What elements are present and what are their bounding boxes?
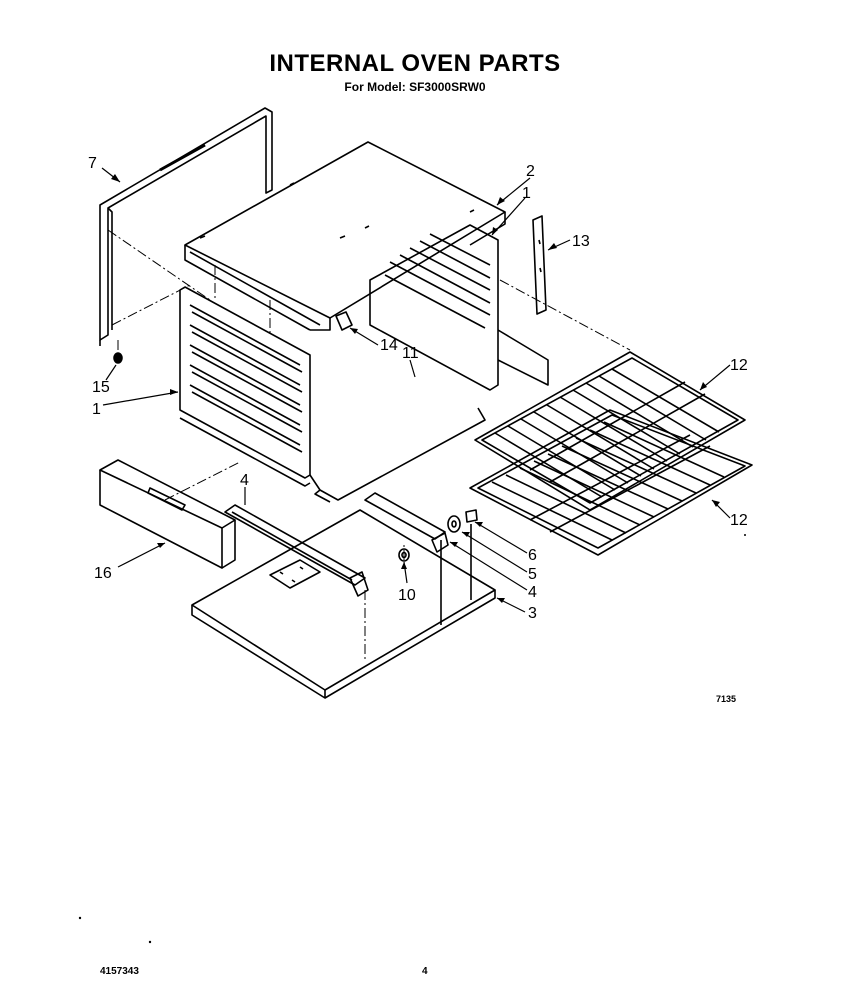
upper-rack-part — [474, 351, 746, 511]
callout-15: 15 — [92, 379, 110, 396]
right-side-wall — [369, 224, 549, 391]
callout-4-right: 4 — [528, 584, 537, 601]
callout-16: 16 — [94, 565, 112, 582]
callout-1-top: 1 — [522, 185, 531, 202]
left-side-wall — [179, 286, 311, 487]
bottom-pan-part — [191, 509, 496, 699]
page-subtitle: For Model: SF3000SRW0 — [344, 80, 486, 94]
left-bracket-part — [224, 504, 369, 597]
callout-12-lower: 12 — [730, 512, 748, 529]
washer-bolt-parts — [440, 509, 478, 625]
callout-11: 11 — [402, 345, 419, 362]
callout-1-left: 1 — [92, 401, 101, 418]
page-title: INTERNAL OVEN PARTS — [269, 50, 561, 77]
callout-4-left: 4 — [240, 472, 249, 489]
right-track-part — [364, 492, 449, 553]
drawing-code: 7135 — [716, 694, 737, 704]
lower-rack-part — [469, 409, 753, 556]
callout-3: 3 — [528, 605, 537, 622]
right-bracket-part — [532, 215, 547, 315]
callout-12-upper: 12 — [730, 357, 748, 374]
callout-13: 13 — [572, 233, 590, 250]
oven-floor — [309, 407, 486, 503]
front-trim-part — [99, 459, 236, 569]
page-number: 4 — [422, 966, 428, 977]
callout-10: 10 — [398, 587, 416, 604]
document-number: 4157343 — [100, 966, 139, 977]
callout-2: 2 — [526, 163, 535, 180]
back-frame-part — [99, 107, 273, 346]
callout-7: 7 — [88, 155, 97, 172]
callout-5: 5 — [528, 566, 537, 583]
clip-part — [335, 311, 353, 331]
oven-cavity-top — [184, 141, 506, 331]
callout-14: 14 — [380, 337, 398, 354]
callout-6: 6 — [528, 547, 537, 564]
